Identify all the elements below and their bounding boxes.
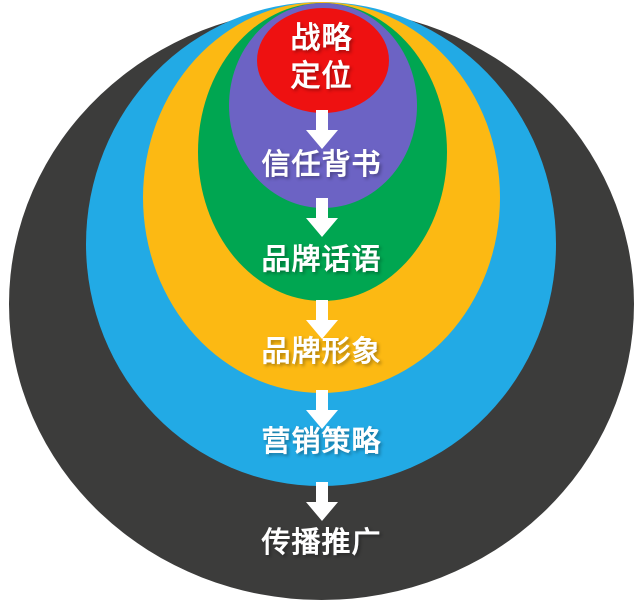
label-brand-image: 品牌形象: [261, 336, 382, 368]
arrow-down-icon: [305, 110, 339, 150]
arrow-down-icon: [305, 198, 339, 238]
arrow-down-icon: [305, 390, 339, 430]
label-trust-endorsement: 信任背书: [261, 149, 382, 181]
label-communication-promotion: 传播推广: [261, 527, 382, 559]
layer-strategic-positioning[interactable]: [257, 8, 389, 113]
label-marketing-strategy: 营销策略: [261, 426, 382, 458]
label-brand-discourse: 品牌话语: [261, 244, 382, 276]
arrow-down-icon: [305, 300, 339, 340]
label-strategic-positioning: 战略 定位: [290, 22, 353, 94]
arrow-down-icon: [305, 482, 339, 522]
